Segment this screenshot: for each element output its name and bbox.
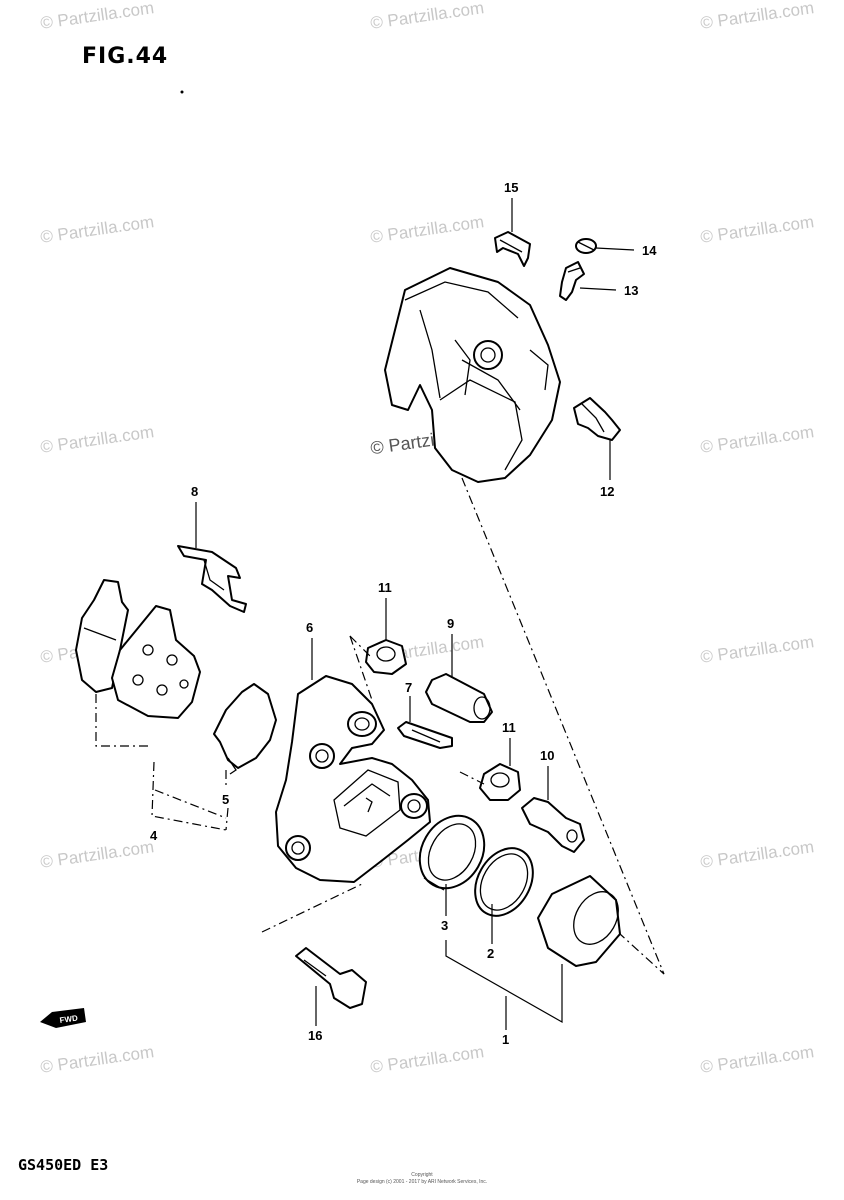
boot-lower	[479, 763, 521, 801]
assembly-line	[154, 789, 227, 819]
brake-pad-inner	[111, 605, 201, 719]
callout-11-upper[interactable]: 11	[378, 580, 392, 595]
callout-8[interactable]: 8	[191, 484, 198, 499]
figure-label: FIG.44	[82, 44, 169, 69]
callout-4[interactable]: 4	[150, 828, 158, 843]
mounting-bolt	[295, 947, 367, 1009]
caliper-body-assembly	[384, 267, 561, 483]
assembly-line	[349, 635, 373, 701]
clip-pin	[397, 721, 453, 749]
assembly-line	[349, 635, 373, 659]
callout-9[interactable]: 9	[447, 616, 454, 631]
caliper-bolt	[573, 397, 621, 441]
assembly-line	[461, 477, 665, 975]
leader-line	[445, 940, 563, 1024]
bleeder-valve	[559, 261, 585, 301]
callout-16[interactable]: 16	[308, 1028, 322, 1043]
leader-line	[595, 247, 635, 251]
model-code: GS450ED E3	[18, 1156, 109, 1174]
assembly-line	[95, 694, 152, 747]
ink-dot	[180, 90, 184, 94]
callout-13[interactable]: 13	[624, 283, 638, 298]
callout-3[interactable]: 3	[441, 918, 448, 933]
callout-6[interactable]: 6	[306, 620, 313, 635]
callout-15[interactable]: 15	[504, 180, 518, 195]
boot-upper	[365, 639, 407, 675]
callout-7[interactable]: 7	[405, 680, 412, 695]
callout-10[interactable]: 10	[540, 748, 554, 763]
leader-line	[579, 287, 617, 291]
assembly-line	[459, 771, 485, 785]
piston-seal	[474, 847, 534, 917]
dust-seal	[418, 814, 486, 891]
copyright-line: Page design (c) 2001 - 2017 by ARI Netwo…	[356, 1179, 488, 1185]
pad-retaining-spring	[177, 545, 247, 613]
assembly-line	[261, 883, 363, 933]
callout-2[interactable]: 2	[487, 946, 494, 961]
fwd-label: FWD	[59, 1014, 79, 1025]
piston	[537, 875, 621, 967]
pad-shim	[213, 683, 277, 775]
assembly-line	[225, 807, 229, 831]
sleeve	[425, 673, 493, 723]
assembly-line	[151, 761, 227, 831]
callout-12[interactable]: 12	[600, 484, 614, 499]
copyright-line: Copyright	[411, 1172, 433, 1178]
callout-11-lower[interactable]: 11	[502, 720, 516, 735]
callout-14[interactable]: 14	[642, 243, 657, 258]
callout-1[interactable]: 1	[502, 1032, 509, 1047]
pin-bolt	[521, 797, 585, 853]
fwd-arrow-icon: FWD	[40, 1008, 86, 1028]
pad-spring-top	[494, 231, 531, 267]
bleeder-cap	[575, 238, 597, 254]
caliper-holder	[275, 675, 431, 883]
callout-5[interactable]: 5	[222, 792, 229, 807]
